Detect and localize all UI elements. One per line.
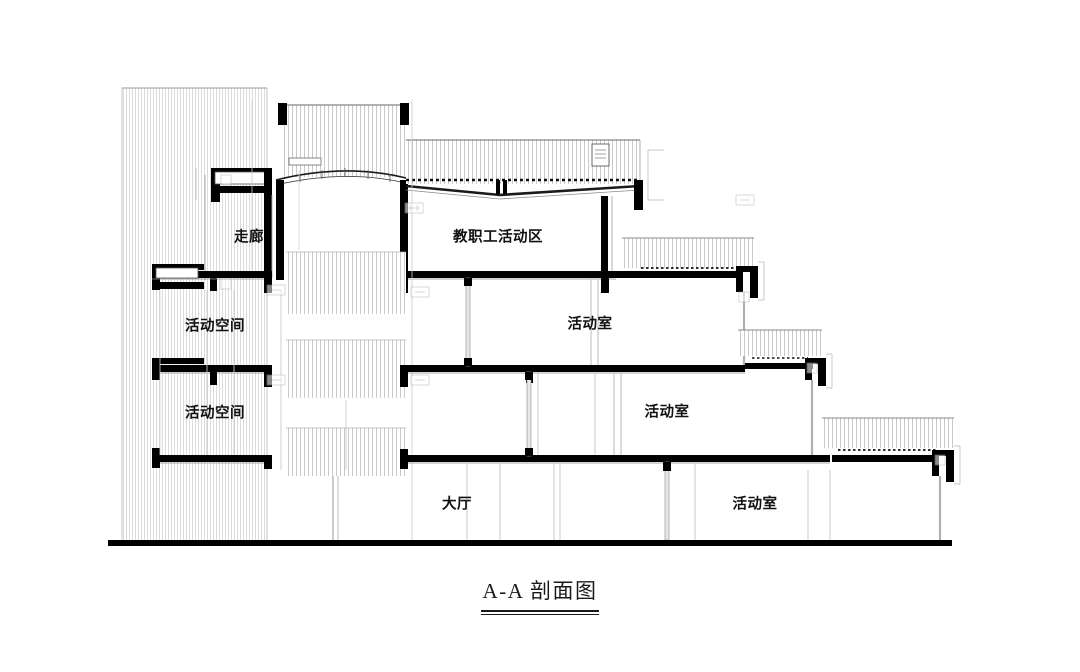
west-facade-screen — [121, 87, 268, 540]
main-high-roof — [405, 139, 664, 210]
terrace-canopy-1 — [622, 237, 765, 372]
drawing-title: A-A 剖面图 — [480, 575, 600, 615]
central-shaft-panels — [280, 100, 413, 540]
floor-slab-level-1 — [152, 448, 830, 469]
ground-level-hairlines — [332, 476, 339, 540]
terrace-canopy-3 — [822, 417, 961, 540]
roof-window — [591, 143, 610, 167]
upper-tower-volume — [275, 103, 409, 280]
elevation-markers — [220, 174, 946, 466]
drawing-title-block: A-A 剖面图 — [0, 575, 1080, 615]
terrace-canopy-2 — [738, 329, 833, 462]
columns-and-partitions — [159, 100, 831, 541]
ground-line — [108, 540, 952, 546]
